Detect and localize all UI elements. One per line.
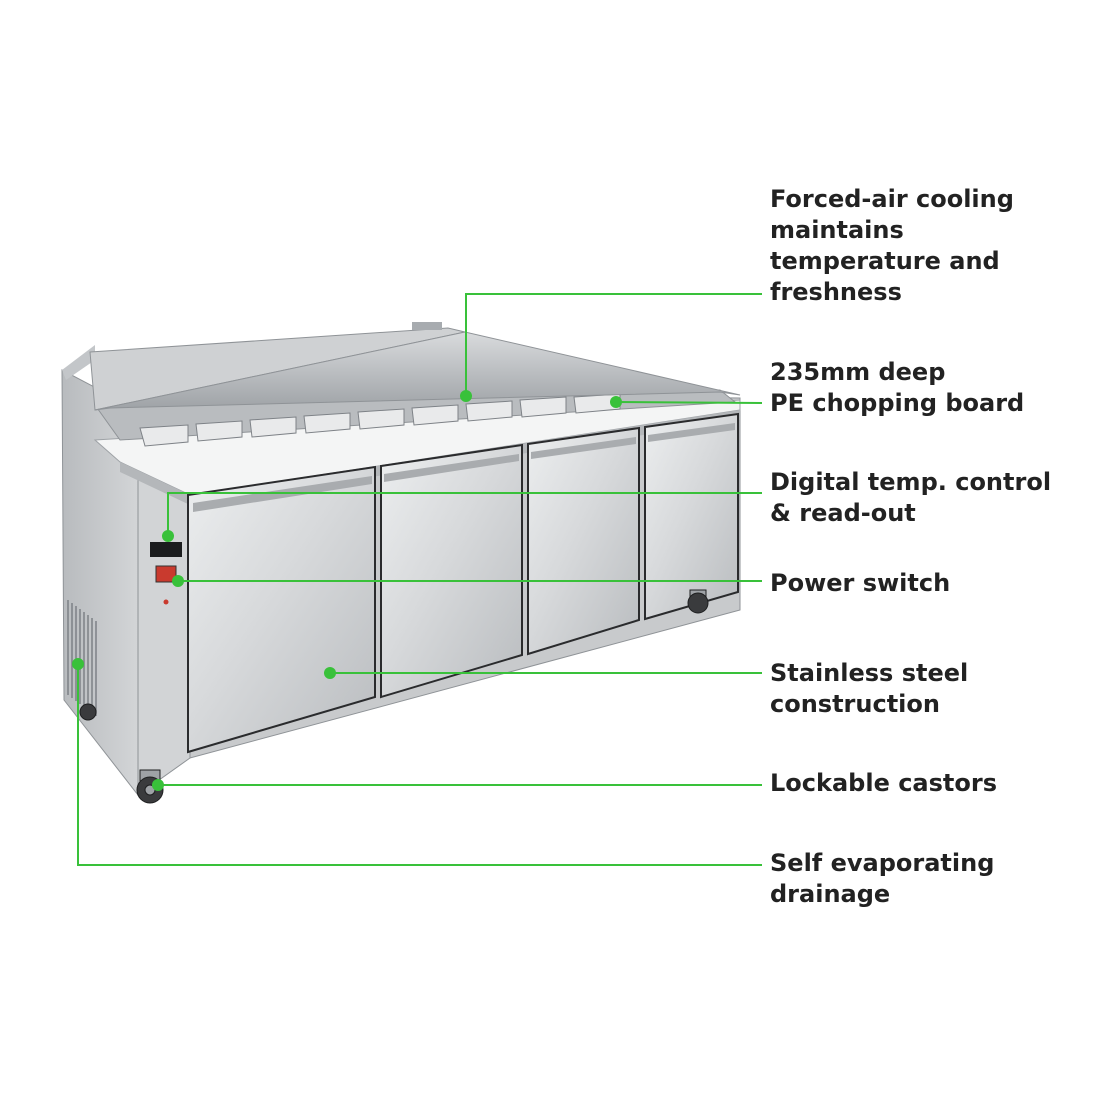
door-2 xyxy=(380,443,523,699)
insulated-lid xyxy=(89,322,741,411)
door-1 xyxy=(187,465,376,754)
lid-handle xyxy=(412,322,442,330)
castors xyxy=(79,589,709,804)
feature-label-stainless-steel: Stainless steel construction xyxy=(770,659,969,718)
callout-leader-lines xyxy=(77,293,763,866)
ventilation-grille xyxy=(67,600,97,716)
digital-display xyxy=(150,542,182,557)
feature-label-power-switch: Power switch xyxy=(770,569,951,597)
feature-label-self-evaporating-drainage: Self evaporating drainage xyxy=(770,849,995,908)
cabinet-doors xyxy=(187,412,739,754)
door-4 xyxy=(644,412,739,621)
feature-label-lockable-castors: Lockable castors xyxy=(770,769,997,797)
feature-label-digital-temp-control: Digital temp. control & read-out xyxy=(770,468,1052,527)
callout-markers xyxy=(72,390,622,791)
power-switch-button xyxy=(155,565,177,583)
feature-label-chopping-board: 235mm deep PE chopping board xyxy=(770,358,1025,417)
feature-label-forced-air-cooling: Forced-air cooling maintains temperature… xyxy=(770,185,1014,306)
door-3 xyxy=(527,426,640,656)
